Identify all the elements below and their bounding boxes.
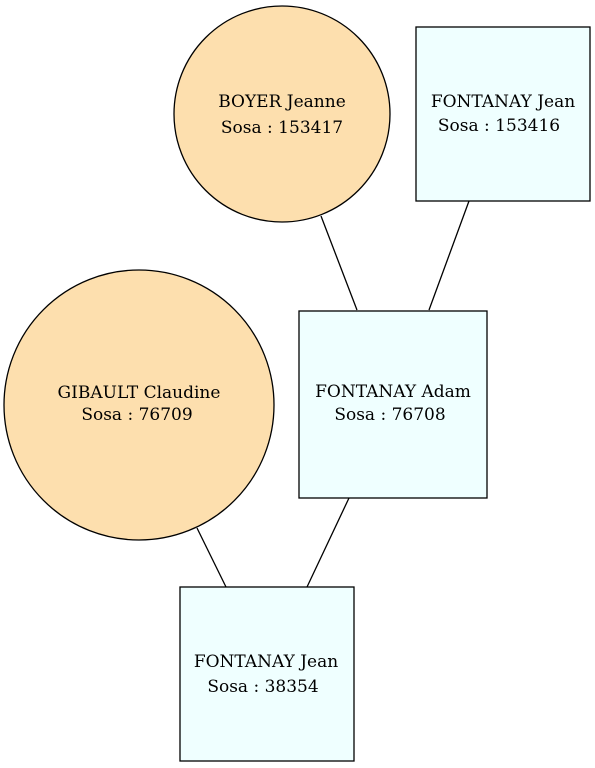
node-sosa: Sosa : 38354 [207, 677, 318, 697]
node-sosa: Sosa : 153416 [438, 116, 560, 136]
edge-fontanay-jean-153416-to-fontanay-adam [428, 200, 470, 311]
node-name: FONTANAY Adam [315, 382, 471, 402]
node-name: GIBAULT Claudine [58, 383, 221, 403]
node-name: BOYER Jeanne [218, 92, 346, 112]
node-gibault-claudine[interactable]: GIBAULT Claudine Sosa : 76709 [3, 269, 275, 541]
edge-fontanay-adam-to-fontanay-jean-38354 [306, 497, 350, 588]
node-name: FONTANAY Jean [194, 652, 338, 672]
edge-gibault-claudine-to-fontanay-jean-38354 [196, 527, 227, 588]
edge-boyer-jeanne-to-fontanay-adam [320, 215, 358, 311]
female-circle [173, 5, 391, 223]
male-square [298, 310, 488, 499]
node-sosa: Sosa : 76708 [334, 405, 445, 425]
node-sosa: Sosa : 76709 [81, 405, 192, 425]
male-square [415, 26, 591, 202]
node-name: FONTANAY Jean [431, 92, 575, 112]
male-square [179, 586, 355, 762]
node-fontanay-adam[interactable]: FONTANAY Adam Sosa : 76708 [298, 310, 488, 499]
node-boyer-jeanne[interactable]: BOYER Jeanne Sosa : 153417 [173, 5, 391, 223]
female-circle [3, 269, 275, 541]
node-fontanay-jean-38354[interactable]: FONTANAY Jean Sosa : 38354 [179, 586, 355, 762]
node-sosa: Sosa : 153417 [221, 118, 343, 138]
node-fontanay-jean-153416[interactable]: FONTANAY Jean Sosa : 153416 [415, 26, 591, 202]
edges [196, 200, 470, 588]
